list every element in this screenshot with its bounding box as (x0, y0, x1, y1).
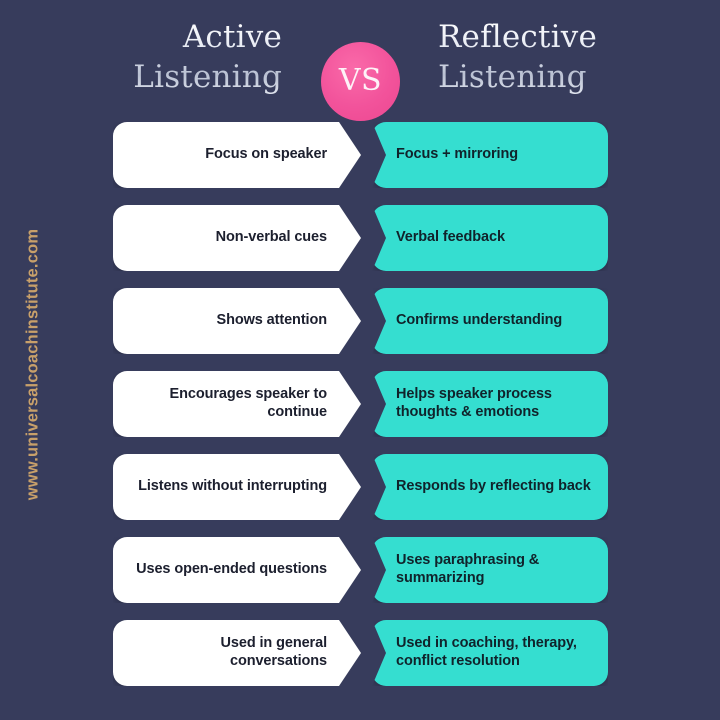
comparison-row: Used in general conversations Used in co… (0, 620, 720, 686)
comparison-row: Uses open-ended questions Uses paraphras… (0, 537, 720, 603)
comparison-row: Encourages speaker to continue Helps spe… (0, 371, 720, 437)
comparison-row: Listens without interrupting Responds by… (0, 454, 720, 520)
cell-label: Shows attention (216, 312, 327, 329)
cell-label: Responds by reflecting back (396, 478, 591, 495)
reflective-listening-cell: Responds by reflecting back (372, 454, 608, 520)
cell-label: Confirms understanding (396, 312, 563, 329)
reflective-listening-cell: Verbal feedback (372, 205, 608, 271)
comparison-rows: Focus on speaker Focus + mirroring Non-v… (0, 122, 720, 703)
active-listening-cell: Listens without interrupting (113, 454, 361, 520)
active-listening-cell: Used in general conversations (113, 620, 361, 686)
cell-label: Used in coaching, therapy, conflict reso… (396, 635, 577, 669)
cell-label: Used in general conversations (220, 635, 327, 669)
cell-label: Focus + mirroring (396, 146, 518, 163)
page-title-reflective-listening: Reflective Listening (438, 18, 668, 97)
reflective-listening-cell: Used in coaching, therapy, conflict reso… (372, 620, 608, 686)
vs-badge: VS (321, 42, 400, 121)
cell-label: Uses open-ended questions (136, 561, 327, 578)
reflective-listening-cell: Helps speaker process thoughts & emotion… (372, 371, 608, 437)
header: Active Listening VS Reflective Listening (0, 18, 720, 121)
cell-label: Non-verbal cues (215, 229, 327, 246)
reflective-listening-cell: Uses paraphrasing & summarizing (372, 537, 608, 603)
vs-label: VS (338, 62, 383, 98)
page-title-active-listening: Active Listening (52, 18, 282, 97)
cell-label: Encourages speaker to continue (169, 386, 327, 420)
cell-label: Listens without interrupting (138, 478, 327, 495)
comparison-row: Shows attention Confirms understanding (0, 288, 720, 354)
active-listening-cell: Uses open-ended questions (113, 537, 361, 603)
reflective-listening-cell: Focus + mirroring (372, 122, 608, 188)
comparison-row: Focus on speaker Focus + mirroring (0, 122, 720, 188)
reflective-listening-cell: Confirms understanding (372, 288, 608, 354)
cell-label: Helps speaker process thoughts & emotion… (396, 386, 552, 420)
cell-label: Uses paraphrasing & summarizing (396, 552, 540, 586)
active-listening-cell: Encourages speaker to continue (113, 371, 361, 437)
active-listening-cell: Non-verbal cues (113, 205, 361, 271)
active-listening-cell: Focus on speaker (113, 122, 361, 188)
cell-label: Verbal feedback (396, 229, 505, 246)
active-listening-cell: Shows attention (113, 288, 361, 354)
comparison-row: Non-verbal cues Verbal feedback (0, 205, 720, 271)
cell-label: Focus on speaker (205, 146, 327, 163)
